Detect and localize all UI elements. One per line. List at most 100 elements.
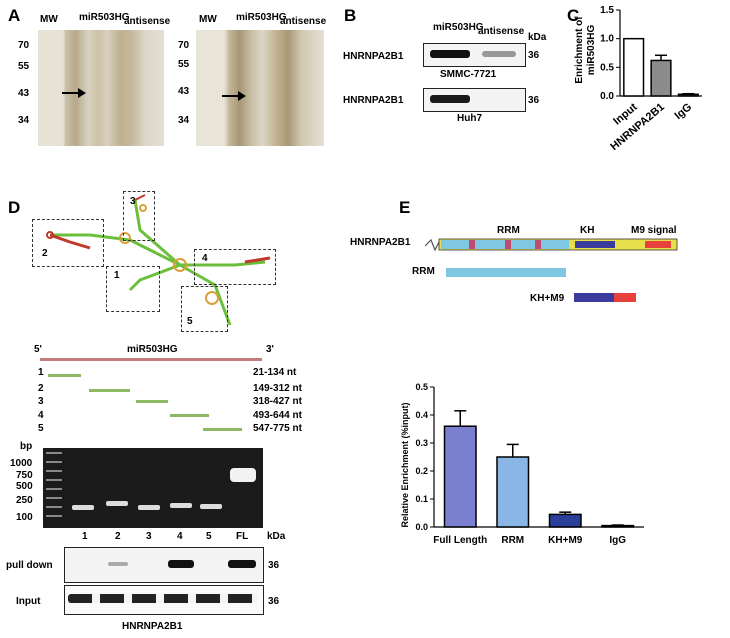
region-label-5: 5 — [187, 316, 193, 327]
khm9-construct-label: KH+M9 — [530, 293, 565, 304]
input-size: 36 — [268, 596, 280, 607]
bar-input — [623, 37, 645, 97]
lane-mir503hg-label-2: miR503HG — [236, 12, 287, 23]
panel-d-label: D — [8, 198, 21, 217]
blot-band — [430, 50, 470, 58]
marker-43-2: 43 — [178, 86, 190, 97]
fragment-id-1: 1 — [38, 367, 44, 378]
pulldown-size: 36 — [268, 560, 280, 571]
region-box-4 — [194, 249, 276, 285]
arrow-icon — [62, 88, 86, 98]
marker-55: 55 — [18, 61, 30, 72]
arrow-icon — [222, 91, 246, 101]
region-box-5 — [181, 286, 228, 332]
region-label-4: 4 — [202, 253, 208, 264]
silver-stain-gel-2 — [196, 30, 324, 146]
transcript-label: miR503HG — [127, 344, 178, 355]
ladder-500: 500 — [16, 481, 33, 492]
panel-b-label: B — [344, 6, 357, 25]
x-tick-label: IgG — [672, 101, 694, 122]
fragment-range-2: 149-312 nt — [253, 383, 302, 394]
blot-row-label-1: HNRNPA2B1 — [343, 51, 404, 62]
y-tick-label: 1.0 — [600, 34, 614, 45]
gel-band-4 — [170, 503, 192, 508]
gel-band-3 — [138, 505, 160, 510]
ladder-750: 750 — [16, 470, 33, 481]
fragment-range-4: 493-644 nt — [253, 410, 302, 421]
gel-lane-4: 4 — [177, 531, 183, 542]
gel-band-fl — [230, 468, 256, 482]
fragment-bar-2 — [89, 389, 130, 392]
blot-size-2: 36 — [528, 95, 540, 106]
fragment-bar-4 — [170, 414, 209, 417]
domain-diagram — [425, 238, 678, 252]
transcript-bar — [40, 358, 262, 361]
gel-band-1 — [72, 505, 94, 510]
bar-igg — [601, 524, 635, 528]
gel-lane-3: 3 — [146, 531, 152, 542]
x-tick-label: IgG — [609, 535, 626, 546]
protein-label-d: HNRNPA2B1 — [122, 621, 183, 632]
gel-ladder — [46, 452, 62, 524]
fragment-id-5: 5 — [38, 423, 44, 434]
y-tick-label: 0.4 — [415, 410, 428, 420]
silver-stain-gel-1 — [38, 30, 164, 146]
fragment-bar-3 — [136, 400, 168, 403]
bar-igg — [677, 93, 699, 97]
region-box-1 — [106, 266, 160, 312]
bp-label: bp — [20, 441, 33, 452]
bar-hnrnpa2b1 — [650, 59, 672, 97]
fragment-id-2: 2 — [38, 383, 44, 394]
blot-band — [168, 560, 194, 568]
ladder-1000: 1000 — [10, 458, 33, 469]
panel-a-label: A — [8, 6, 21, 25]
marker-70-2: 70 — [178, 40, 190, 51]
panel-e-label: E — [399, 198, 411, 217]
agarose-gel — [43, 448, 263, 528]
kda-label-d: kDa — [267, 531, 286, 542]
y-tick-label: 0.0 — [415, 522, 428, 532]
blot-band — [430, 95, 470, 103]
blot-row-label-2: HNRNPA2B1 — [343, 95, 404, 106]
cell-line-huh7: Huh7 — [457, 113, 482, 124]
marker-55-2: 55 — [178, 59, 190, 70]
lane-antisense-label: antisense — [124, 16, 171, 27]
blot-band — [482, 51, 516, 57]
y-tick-label: 0.0 — [600, 91, 614, 102]
x-tick-label: Full Length — [433, 535, 487, 546]
gel-band-5 — [200, 504, 222, 509]
fragment-id-3: 3 — [38, 396, 44, 407]
three-prime-label: 3' — [266, 344, 274, 355]
mw-label-2: MW — [199, 14, 217, 25]
gel-lane-2: 2 — [115, 531, 121, 542]
pulldown-label: pull down — [6, 560, 53, 571]
bar-rrm — [496, 456, 530, 528]
marker-70: 70 — [18, 40, 30, 51]
y-tick-label: 1.5 — [600, 5, 614, 16]
five-prime-label: 5' — [34, 344, 42, 355]
gel-band-2 — [106, 501, 128, 506]
blot-band — [68, 594, 258, 603]
fragment-range-5: 547-775 nt — [253, 423, 302, 434]
protein-label-e: HNRNPA2B1 — [350, 237, 411, 248]
lane-antisense-label-2: antisense — [280, 16, 327, 27]
y-axis-label: miR503HG — [586, 24, 597, 75]
y-axis-label: Enrichment of — [574, 16, 585, 84]
y-tick-label: 0.1 — [415, 494, 428, 504]
fragment-bar-1 — [48, 374, 81, 377]
y-tick-label: 0.5 — [415, 382, 428, 392]
domain-rrm-label: RRM — [497, 225, 520, 236]
x-tick-label: RRM — [501, 535, 524, 546]
y-tick-label: 0.5 — [600, 62, 614, 73]
gel-lane-fl: FL — [236, 531, 249, 542]
marker-43: 43 — [18, 88, 30, 99]
marker-34: 34 — [18, 115, 30, 126]
kh-construct-bar — [574, 293, 614, 302]
ladder-250: 250 — [16, 495, 33, 506]
fragment-range-1: 21-134 nt — [253, 367, 297, 378]
domain-m9-label: M9 signal — [631, 225, 677, 236]
region-box-3 — [123, 191, 155, 241]
region-box-2 — [32, 219, 104, 267]
gel-lane-5: 5 — [206, 531, 212, 542]
